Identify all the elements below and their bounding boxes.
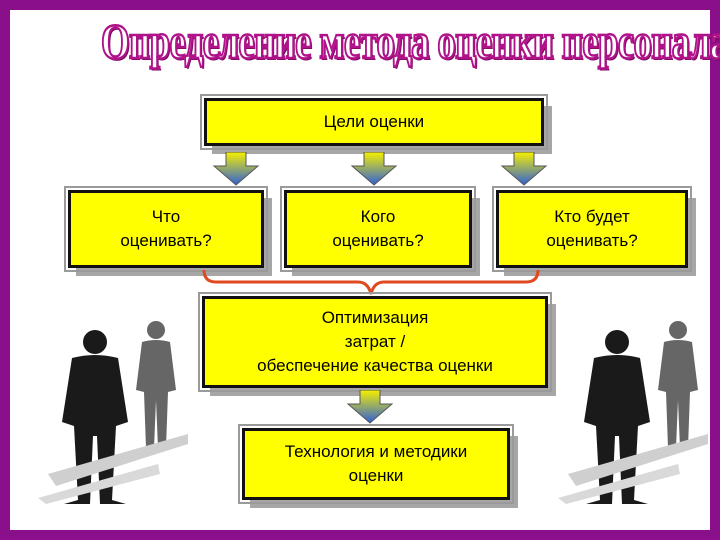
slide: Определение метода оценки персонала Цели… — [10, 10, 720, 530]
brace-connector — [202, 268, 540, 298]
arrow-down-icon — [500, 152, 548, 186]
optimization-line-2: затрат / — [344, 332, 406, 351]
person-silhouette-icon — [650, 320, 706, 450]
optimization-line-3: обеспечение качества оценки — [257, 356, 493, 375]
floor-shadow — [38, 434, 188, 504]
what-line-2: оценивать? — [120, 231, 212, 250]
who-box: Кто будет оценивать? — [492, 186, 692, 272]
whom-line-2: оценивать? — [332, 231, 424, 250]
optimization-box: Оптимизация затрат / обеспечение качеств… — [198, 292, 552, 392]
arrow-down-icon — [346, 390, 394, 424]
goals-label: Цели оценки — [323, 112, 425, 131]
person-silhouette-icon — [128, 320, 184, 450]
what-line-1: Что — [151, 207, 181, 226]
arrow-down-icon — [212, 152, 260, 186]
optimization-line-1: Оптимизация — [321, 308, 429, 327]
technology-line-1: Технология и методики — [284, 442, 468, 461]
floor-shadow — [558, 434, 708, 504]
page-title: Определение метода оценки персонала — [100, 13, 720, 70]
what-box: Что оценивать? — [64, 186, 268, 272]
technology-box: Технология и методики оценки — [238, 424, 514, 504]
whom-line-1: Кого — [360, 207, 396, 226]
who-line-2: оценивать? — [546, 231, 638, 250]
whom-box: Кого оценивать? — [280, 186, 476, 272]
technology-line-2: оценки — [348, 466, 404, 485]
goals-box: Цели оценки — [200, 94, 548, 150]
arrow-down-icon — [350, 152, 398, 186]
who-line-1: Кто будет — [554, 207, 630, 226]
